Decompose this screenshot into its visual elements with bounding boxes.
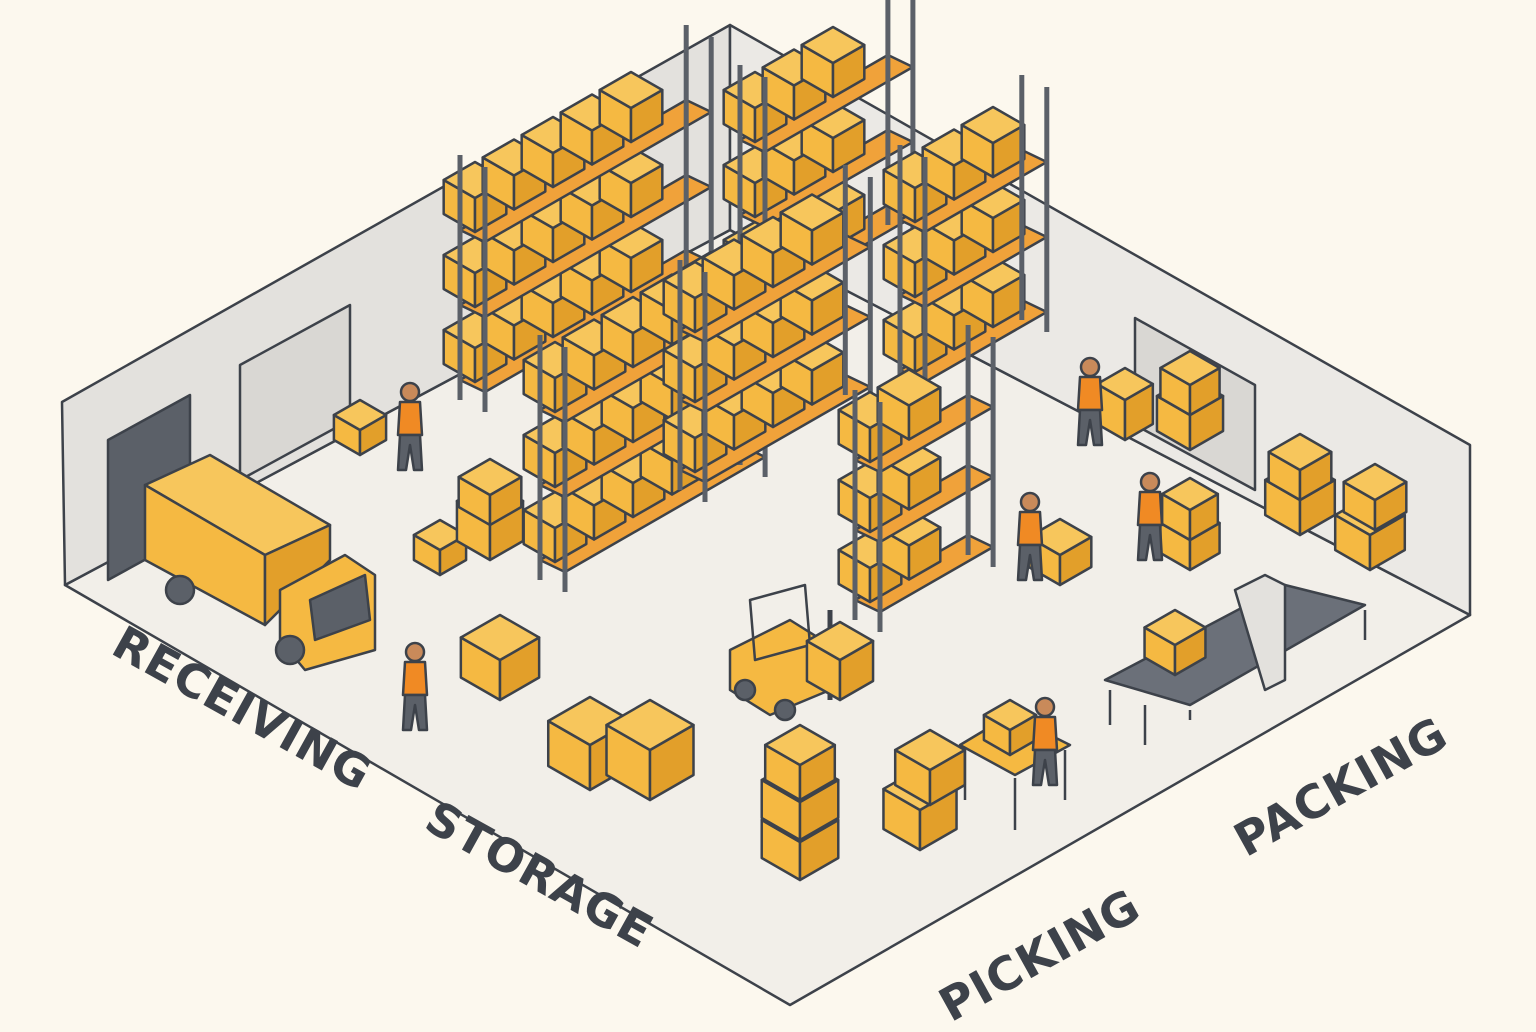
box bbox=[876, 438, 942, 511]
box bbox=[800, 25, 866, 99]
conveyor-belt bbox=[1103, 573, 1367, 745]
box bbox=[876, 368, 942, 441]
box bbox=[960, 105, 1026, 179]
box bbox=[805, 620, 875, 702]
box bbox=[1342, 462, 1408, 532]
worker bbox=[396, 381, 424, 472]
box bbox=[412, 518, 468, 577]
box bbox=[1267, 432, 1333, 502]
delivery-truck bbox=[143, 453, 377, 672]
box bbox=[1143, 608, 1207, 677]
box bbox=[332, 398, 388, 457]
box bbox=[605, 698, 695, 802]
worker bbox=[401, 641, 429, 732]
box bbox=[598, 70, 664, 144]
box bbox=[1160, 476, 1220, 542]
worker bbox=[1076, 356, 1104, 447]
worker bbox=[1016, 491, 1044, 582]
box bbox=[960, 180, 1026, 254]
box bbox=[763, 723, 837, 802]
box bbox=[893, 728, 967, 807]
box bbox=[459, 613, 541, 702]
worker bbox=[1031, 696, 1059, 787]
worker bbox=[1136, 471, 1164, 562]
box bbox=[1159, 349, 1221, 417]
storage-rack bbox=[837, 325, 996, 632]
box bbox=[457, 457, 523, 527]
storage-rack bbox=[442, 25, 714, 412]
storage-rack bbox=[662, 165, 873, 502]
box bbox=[960, 255, 1026, 329]
box bbox=[598, 145, 664, 219]
box bbox=[1095, 366, 1155, 442]
storage-rack bbox=[882, 75, 1050, 402]
